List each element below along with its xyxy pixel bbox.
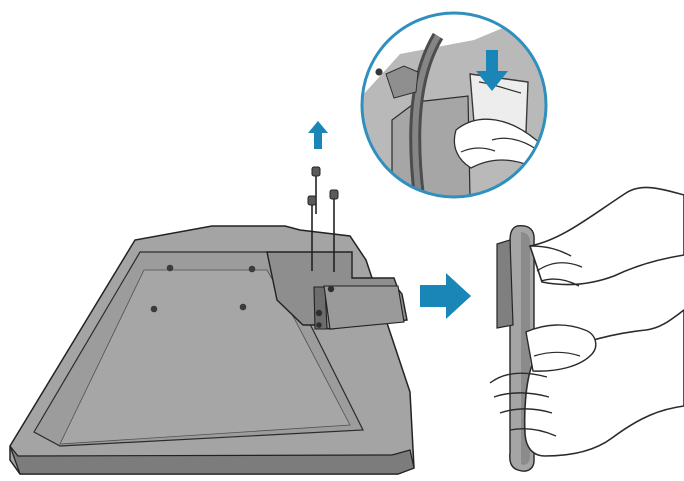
arrow-right-icon	[420, 273, 471, 319]
stand-neck	[266, 251, 408, 330]
monitor-unit	[9, 166, 415, 475]
arrow-down-icon	[476, 50, 508, 91]
stand-screws	[307, 166, 339, 272]
arrow-up-icon	[308, 121, 328, 149]
detail-zoom-circle	[360, 11, 548, 199]
side-view-illustration	[489, 186, 684, 472]
